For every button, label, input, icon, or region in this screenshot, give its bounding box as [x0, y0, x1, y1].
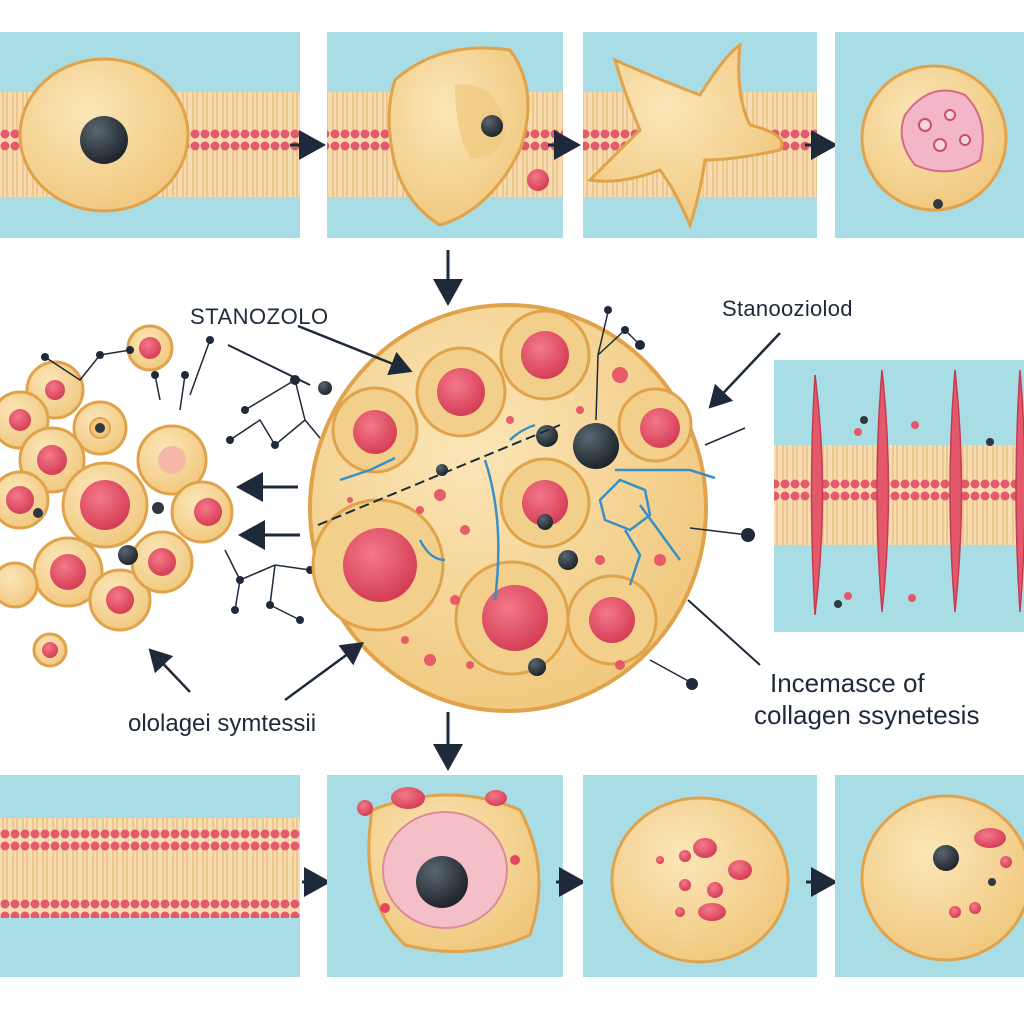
bottom-panel-3 [583, 775, 817, 977]
central-cell [308, 303, 755, 713]
left-cluster-nuclei [6, 337, 222, 658]
nucleus [416, 856, 468, 908]
mature-cell [610, 796, 790, 964]
right-muscle-panel [774, 360, 1024, 632]
final-cell [860, 794, 1024, 962]
top-panel-2 [327, 32, 563, 238]
collagen-fibers [339, 423, 716, 601]
pointer-bottom-left [284, 642, 365, 702]
nucleus [481, 115, 503, 137]
left-network-nodes [41, 336, 239, 614]
top-panel-3 [583, 32, 817, 238]
label-stanooziolod: Stanooziolod [722, 296, 853, 321]
pointer-bottom-left-2 [148, 648, 191, 693]
star-cell [586, 41, 784, 230]
pointer-top-right [708, 332, 781, 409]
membrane-crossing-line [317, 424, 561, 526]
pointer-top-left [297, 324, 413, 376]
nucleus [933, 845, 959, 871]
pink-vacuole [900, 89, 984, 173]
red-granule [527, 169, 549, 191]
bottom-panel-1 [0, 775, 300, 977]
label-collagen-synthesis-left: ololagei symtessii [128, 710, 317, 737]
bottom-panel-2 [327, 775, 563, 977]
label-increase-line1: Incemasce of [770, 668, 925, 698]
top-panel-1 [0, 32, 300, 238]
pointer-bottom-right [687, 599, 761, 666]
deformed-cell [387, 46, 530, 227]
label-stanozolo: STANOZOLO [190, 304, 329, 329]
pointer-top-left-2 [227, 344, 311, 386]
label-increase-line2: collagen ssynetesis [754, 700, 980, 730]
nucleus [80, 116, 128, 164]
bottom-panel-4 [835, 775, 1024, 977]
top-panel-4 [835, 32, 1024, 238]
